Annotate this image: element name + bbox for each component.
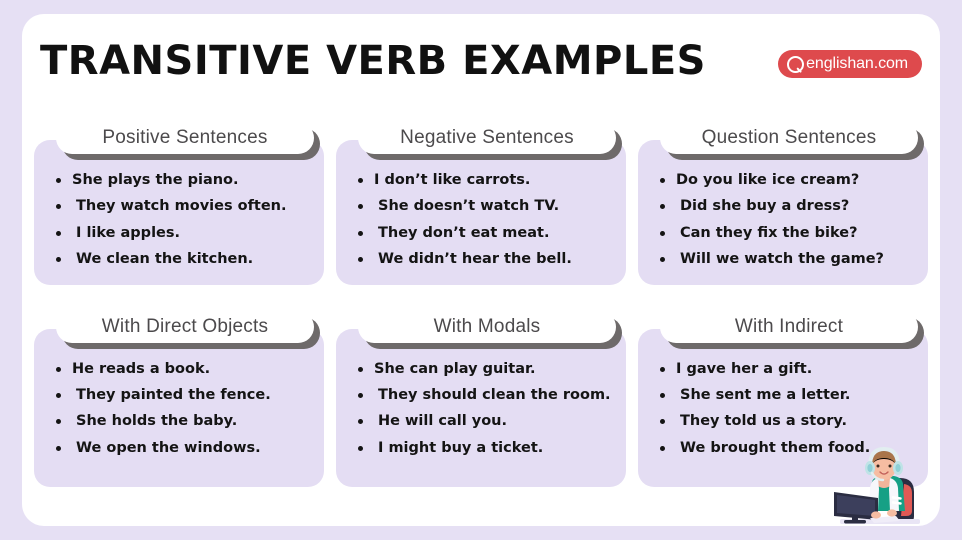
search-icon — [786, 55, 805, 73]
sentence-list: Do you like ice cream? Did she buy a dres… — [648, 172, 918, 269]
poster-header: TRANSITIVE VERB EXAMPLES englishan.com — [22, 14, 940, 108]
page-title: TRANSITIVE VERB EXAMPLES — [40, 38, 706, 84]
card-body: Do you like ice cream? Did she buy a dres… — [638, 140, 928, 285]
card-header: With Direct Objects — [56, 310, 320, 349]
list-item: Do you like ice cream? — [654, 172, 918, 189]
card-header-label: Question Sentences — [701, 127, 877, 148]
card: With Direct Objects He reads a book. They … — [34, 303, 324, 487]
list-item: She sent me a letter. — [654, 387, 918, 404]
list-item: We open the windows. — [50, 440, 314, 457]
list-item: Can they fix the bike? — [654, 225, 918, 242]
sentence-list: He reads a book. They painted the fence. S… — [44, 361, 314, 458]
card-header: Positive Sentences — [56, 122, 320, 160]
list-item: She plays the piano. — [50, 172, 314, 189]
brand-badge[interactable]: englishan.com — [778, 50, 922, 78]
list-item: I might buy a ticket. — [352, 440, 616, 457]
card-header: Negative Sentences — [358, 122, 622, 160]
card-body: I gave her a gift. She sent me a letter. T… — [638, 328, 928, 487]
card-header: With Indirect — [660, 310, 924, 349]
card: With Indirect I gave her a gift. She sent … — [638, 303, 928, 487]
card-header-tab: Positive Sentences — [56, 122, 314, 154]
list-item: We brought them food. — [654, 440, 918, 457]
card-header: Question Sentences — [660, 122, 924, 160]
list-item: She doesn’t watch TV. — [352, 198, 616, 215]
brand-label: englishan.com — [806, 55, 908, 72]
card-header-label: With Indirect — [734, 315, 844, 337]
list-item: He will call you. — [352, 413, 616, 430]
card-header-tab: With Direct Objects — [56, 310, 314, 343]
sentence-list: She plays the piano. They watch movies of… — [44, 172, 314, 269]
card-body: He reads a book. They painted the fence. S… — [34, 328, 324, 487]
list-item: He reads a book. — [50, 361, 314, 378]
card-body: I don’t like carrots. She doesn’t watch T… — [336, 140, 626, 285]
sentence-list: I gave her a gift. She sent me a letter. T… — [648, 361, 918, 458]
list-item: She holds the baby. — [50, 413, 314, 430]
list-item: She can play guitar. — [352, 361, 616, 378]
sentence-list: I don’t like carrots. She doesn’t watch T… — [346, 172, 616, 269]
card-header-tab: With Indirect — [660, 310, 918, 343]
list-item: They should clean the room. — [352, 387, 616, 404]
sentence-list: She can play guitar. They should clean th… — [346, 361, 616, 458]
list-item: Did she buy a dress? — [654, 198, 918, 215]
list-item: They painted the fence. — [50, 387, 314, 404]
card-header-label: Negative Sentences — [400, 127, 574, 148]
list-item: I like apples. — [50, 225, 314, 242]
card-body: She plays the piano. They watch movies of… — [34, 140, 324, 285]
list-item: They told us a story. — [654, 413, 918, 430]
card: Question Sentences Do you like ice cream?… — [638, 114, 928, 285]
card-header-label: With Direct Objects — [101, 315, 269, 337]
list-item: I gave her a gift. — [654, 361, 918, 378]
card-header-tab: With Modals — [358, 310, 616, 343]
card-header-tab: Negative Sentences — [358, 122, 616, 154]
content-panel: TRANSITIVE VERB EXAMPLES englishan.com P… — [22, 14, 940, 526]
card-header: With Modals — [358, 310, 622, 349]
list-item: We clean the kitchen. — [50, 251, 314, 268]
list-item: I don’t like carrots. — [352, 172, 616, 189]
card-body: She can play guitar. They should clean th… — [336, 328, 626, 487]
card-header-tab: Question Sentences — [660, 122, 918, 154]
card: Negative Sentences I don’t like carrots. S… — [336, 114, 626, 285]
list-item: Will we watch the game? — [654, 251, 918, 268]
card-header-label: With Modals — [433, 315, 541, 337]
card-header-label: Positive Sentences — [102, 127, 268, 148]
list-item: We didn’t hear the bell. — [352, 251, 616, 268]
list-item: They watch movies often. — [50, 198, 314, 215]
list-item: They don’t eat meat. — [352, 225, 616, 242]
